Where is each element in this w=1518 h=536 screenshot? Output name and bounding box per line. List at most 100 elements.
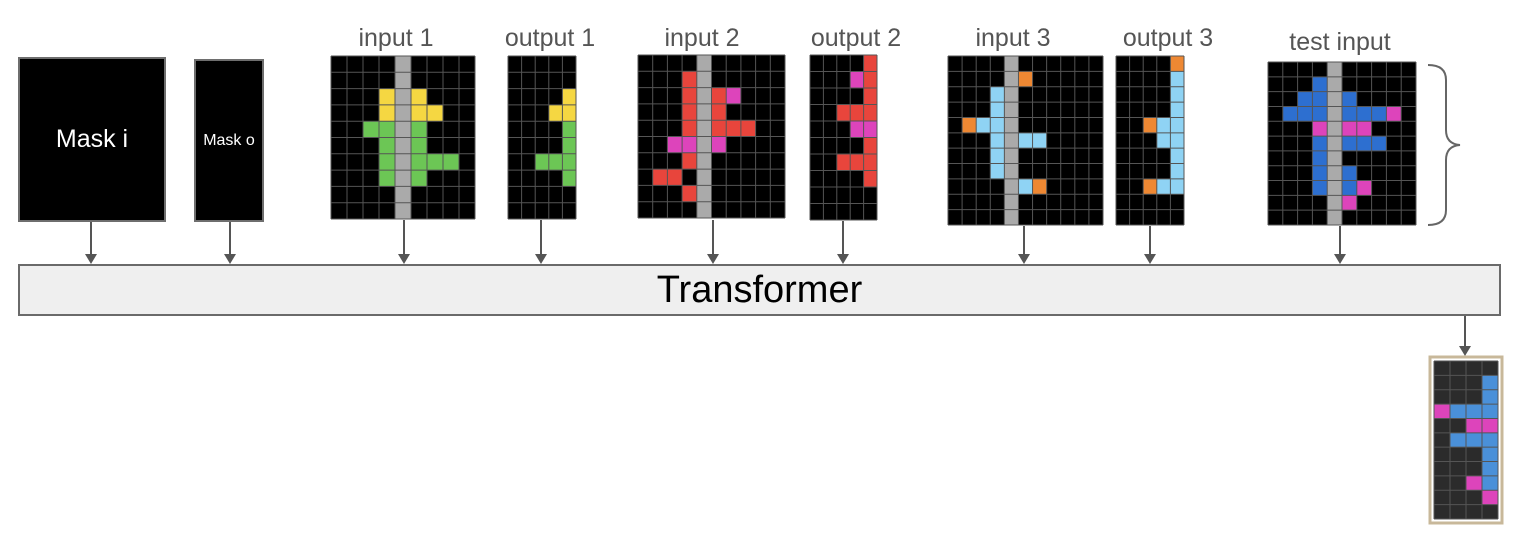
- mask-i-block: Mask i: [18, 57, 166, 222]
- grid-cell: [1342, 106, 1357, 122]
- grid-cell: [1327, 150, 1342, 166]
- grid-cell: [1482, 490, 1498, 505]
- grid-cell: [863, 55, 877, 72]
- grid-cell: [1004, 148, 1019, 164]
- grid-cell: [1342, 121, 1357, 137]
- grid-cell: [562, 121, 576, 138]
- grid-cell: [1386, 106, 1402, 122]
- grid-cell: [411, 121, 427, 138]
- grid-cell: [1466, 418, 1482, 433]
- curly-brace: [1427, 64, 1461, 226]
- grid-cell: [1482, 447, 1498, 462]
- grid-cell: [1032, 132, 1047, 149]
- grid-cell: [1434, 404, 1450, 419]
- grid-cell: [1342, 180, 1357, 196]
- grid-cell: [411, 170, 427, 187]
- transformer-label: Transformer: [656, 268, 863, 311]
- grid-cell: [395, 153, 411, 171]
- grid-cell: [1004, 163, 1019, 179]
- grid-cell: [1018, 71, 1033, 87]
- grids-layer: [330, 54, 1499, 520]
- grid-cell: [990, 163, 1005, 179]
- grid-cell: [1327, 195, 1342, 211]
- grid-cell: [682, 103, 697, 121]
- grid-cell: [1342, 136, 1357, 151]
- grid-cell: [395, 72, 411, 89]
- label-output-3: output 3: [1122, 24, 1214, 52]
- grid-cell: [443, 153, 459, 171]
- grid-cell: [1371, 136, 1387, 151]
- label-input-2: input 2: [664, 24, 740, 52]
- result-frame: [1428, 355, 1504, 525]
- grid-cell: [1004, 209, 1019, 225]
- grid-cell: [1312, 180, 1328, 196]
- grid-cell: [836, 104, 851, 121]
- grid-cell: [990, 117, 1005, 133]
- grid-cell: [395, 186, 411, 203]
- grid-cell: [395, 104, 411, 122]
- grid-cell: [1312, 76, 1328, 92]
- grid-cell: [696, 103, 712, 121]
- grid-cell: [863, 137, 877, 154]
- grid-cell: [1156, 132, 1171, 149]
- grid-cell: [726, 120, 741, 137]
- grid-cell: [696, 201, 712, 218]
- grid-cell: [863, 170, 877, 187]
- grid-cell: [1297, 106, 1313, 122]
- grid-cell: [682, 71, 697, 88]
- grid-cell: [379, 104, 395, 122]
- arrow-head: [837, 254, 849, 264]
- grid-cell: [1371, 106, 1387, 122]
- arrow-head: [224, 254, 236, 264]
- label-input-3: input 3: [975, 24, 1051, 52]
- grid-cell: [1170, 102, 1184, 118]
- grid-output-2: [809, 54, 878, 221]
- grid-cell: [1327, 91, 1342, 107]
- grid-cell: [696, 71, 712, 88]
- arrows-layer: [85, 220, 1471, 356]
- grid-cell: [1482, 461, 1498, 476]
- grid-cell: [1032, 178, 1047, 195]
- grid-cell: [395, 88, 411, 105]
- grid-cell: [863, 121, 877, 138]
- grid-cell: [395, 121, 411, 138]
- grid-cell: [1482, 375, 1498, 390]
- grid-cell: [682, 185, 697, 202]
- grid-cell: [863, 104, 877, 121]
- grid-cell: [411, 137, 427, 154]
- grid-cell: [850, 104, 864, 121]
- grid-cell: [711, 120, 727, 137]
- grid-cell: [379, 121, 395, 138]
- grid-cell: [696, 169, 712, 186]
- label-input-1: input 1: [358, 24, 434, 52]
- grid-test-input: [1267, 61, 1417, 226]
- label-output-2: output 2: [810, 24, 902, 52]
- grid-cell: [1297, 91, 1313, 107]
- grid-cell: [1312, 91, 1328, 107]
- grid-cell: [836, 154, 851, 171]
- grid-cell: [427, 153, 443, 171]
- grid-cell: [1004, 71, 1019, 87]
- grid-cell: [740, 120, 756, 137]
- grid-cell: [411, 153, 427, 171]
- grid-cell: [1327, 121, 1342, 137]
- grid-cell: [395, 137, 411, 154]
- grid-cell: [1156, 178, 1171, 195]
- grid-cell: [1312, 106, 1328, 122]
- grid-cell: [711, 136, 727, 153]
- grid-cell: [711, 103, 727, 121]
- grid-cell: [548, 153, 563, 171]
- grid-cell: [1327, 180, 1342, 196]
- grid-cell: [696, 185, 712, 202]
- grid-cell: [990, 132, 1005, 149]
- grid-cell: [1342, 195, 1357, 211]
- grid-cell: [667, 169, 683, 186]
- grid-cell: [1312, 136, 1328, 151]
- grid-cell: [1327, 165, 1342, 181]
- arrow-head: [1334, 254, 1346, 264]
- grid-cell: [1327, 136, 1342, 151]
- grid-cell: [1143, 178, 1157, 195]
- grid-cell: [379, 88, 395, 105]
- grid-cell: [652, 169, 668, 186]
